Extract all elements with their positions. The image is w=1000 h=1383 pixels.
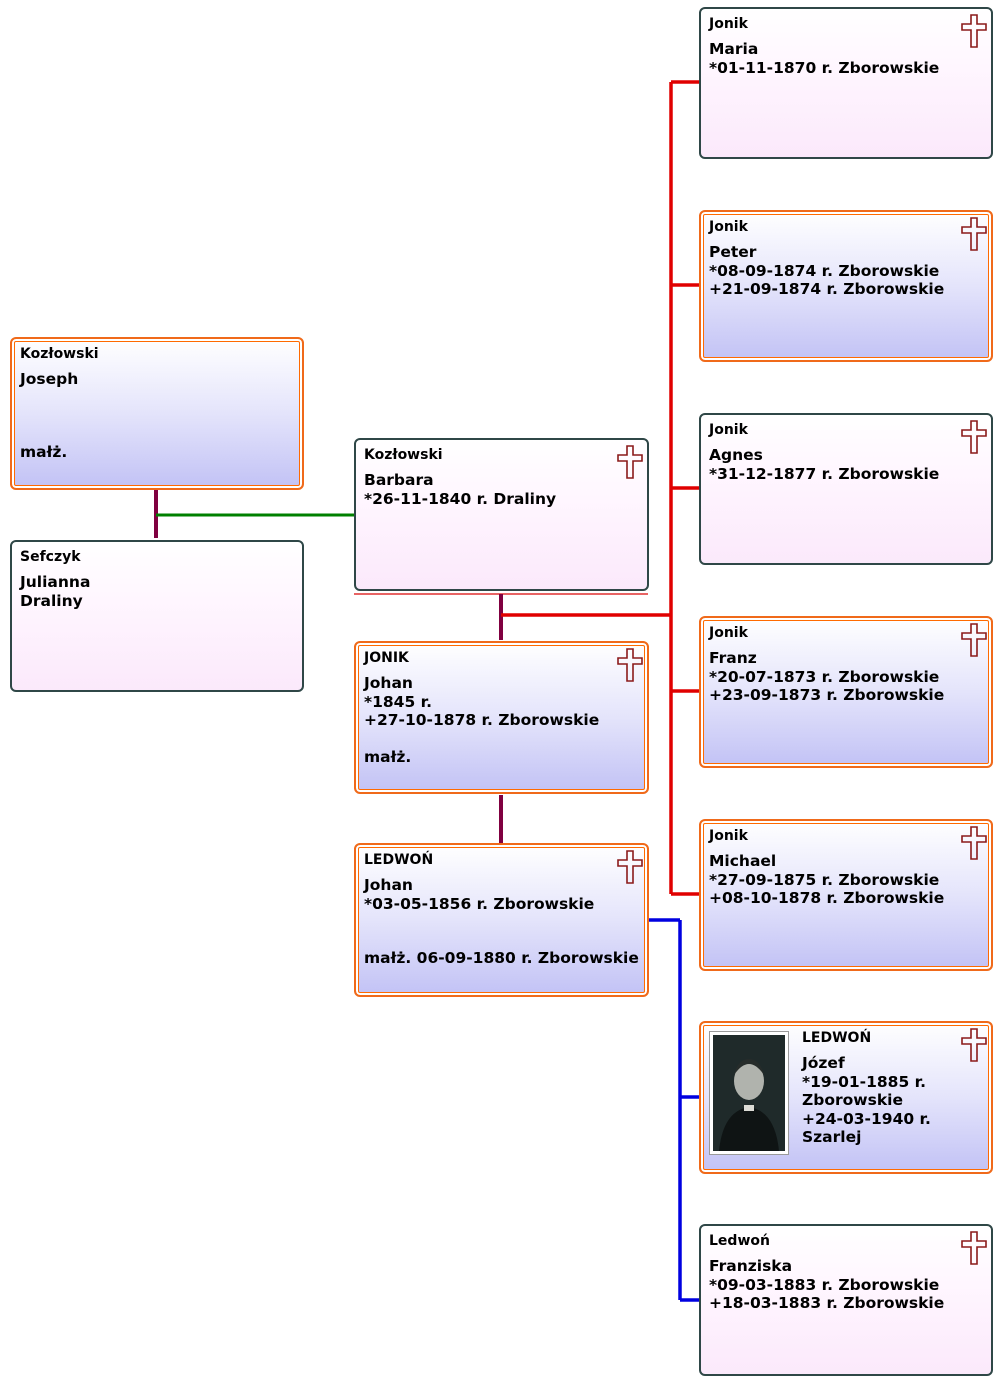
first-name: Michael [709, 852, 777, 870]
birth-date: *26-11-1840 r. Draliny [364, 489, 557, 508]
birth-date: *01-11-1870 r. Zborowskie [709, 58, 940, 77]
surname: Kozłowski [364, 447, 443, 463]
portrait-image [713, 1035, 785, 1151]
surname: Ledwoń [709, 1233, 770, 1249]
surname: Jonik [709, 828, 748, 844]
cross-icon [961, 420, 987, 454]
birth-date: *19-01-1885 r. [802, 1072, 926, 1091]
person-card-johan-ledwon[interactable]: LEDWOŃ Johan *03-05-1856 r. Zborowskie m… [354, 843, 649, 997]
person-card-franziska-ledwon[interactable]: Ledwoń Franziska *09-03-1883 r. Zborowsk… [699, 1224, 993, 1376]
portrait-photo[interactable] [709, 1031, 789, 1155]
death-date: +24-03-1940 r. [802, 1109, 931, 1128]
first-name: Julianna [20, 573, 91, 591]
first-name: Barbara [364, 471, 434, 489]
surname: Jonik [709, 422, 748, 438]
cross-icon [617, 850, 643, 884]
birth-date: *20-07-1873 r. Zborowskie [709, 667, 940, 686]
cross-icon [961, 217, 987, 251]
first-name: Peter [709, 243, 757, 261]
cross-icon [961, 826, 987, 860]
person-card-agnes-jonik[interactable]: Jonik Agnes *31-12-1877 r. Zborowskie [699, 413, 993, 565]
cross-icon [961, 623, 987, 657]
first-name: Johan [364, 876, 413, 894]
person-card-julianna-sefczyk[interactable]: Sefczyk Julianna Draliny [10, 540, 304, 692]
death-date: +18-03-1883 r. Zborowskie [709, 1294, 945, 1312]
death-place: Szarlej [802, 1128, 862, 1146]
birth-place: Zborowskie [802, 1091, 903, 1109]
person-card-franz-jonik[interactable]: Jonik Franz *20-07-1873 r. Zborowskie +2… [699, 616, 993, 768]
cross-icon [961, 14, 987, 48]
birth-date: *08-09-1874 r. Zborowskie [709, 261, 940, 280]
first-name: Józef [802, 1054, 845, 1072]
birth-date: *1845 r. [364, 692, 432, 711]
death-date: +27-10-1878 r. Zborowskie [364, 711, 600, 729]
marriage-note: małż. [364, 747, 412, 766]
person-card-joseph-kozlowski[interactable]: Kozłowski Joseph małż. [10, 337, 304, 490]
surname: Jonik [709, 219, 748, 235]
surname: Kozłowski [20, 346, 99, 362]
cross-icon [961, 1028, 987, 1062]
birth-date: *09-03-1883 r. Zborowskie [709, 1275, 940, 1294]
marriage-note: małż. [20, 442, 68, 461]
cross-icon [961, 1231, 987, 1265]
birth-date: *27-09-1875 r. Zborowskie [709, 870, 940, 889]
marriage-note: małż. 06-09-1880 r. Zborowskie [364, 949, 639, 967]
person-card-michael-jonik[interactable]: Jonik Michael *27-09-1875 r. Zborowskie … [699, 819, 993, 971]
person-card-johan-jonik[interactable]: JONIK Johan *1845 r. +27-10-1878 r. Zbor… [354, 641, 649, 794]
first-name: Franziska [709, 1257, 793, 1275]
cross-icon [617, 648, 643, 682]
surname: Sefczyk [20, 549, 81, 565]
surname: JONIK [364, 650, 409, 666]
person-card-jozef-ledwon[interactable]: LEDWOŃ Józef *19-01-1885 r. Zborowskie +… [699, 1021, 993, 1174]
death-date: +21-09-1874 r. Zborowskie [709, 280, 945, 298]
birth-place: Draliny [20, 591, 83, 610]
surname: LEDWOŃ [802, 1030, 872, 1046]
first-name: Joseph [20, 370, 79, 388]
birth-date: *31-12-1877 r. Zborowskie [709, 464, 940, 483]
surname: Jonik [709, 625, 748, 641]
person-card-barbara-kozlowski[interactable]: Kozłowski Barbara *26-11-1840 r. Draliny [354, 438, 649, 591]
death-date: +23-09-1873 r. Zborowskie [709, 686, 945, 704]
first-name: Agnes [709, 446, 763, 464]
surname: LEDWOŃ [364, 852, 434, 868]
surname: Jonik [709, 16, 748, 32]
first-name: Johan [364, 674, 413, 692]
cross-icon [617, 445, 643, 479]
first-name: Maria [709, 40, 759, 58]
person-card-maria-jonik[interactable]: Jonik Maria *01-11-1870 r. Zborowskie [699, 7, 993, 159]
birth-date: *03-05-1856 r. Zborowskie [364, 894, 595, 913]
person-card-peter-jonik[interactable]: Jonik Peter *08-09-1874 r. Zborowskie +2… [699, 210, 993, 362]
first-name: Franz [709, 649, 757, 667]
death-date: +08-10-1878 r. Zborowskie [709, 889, 945, 907]
